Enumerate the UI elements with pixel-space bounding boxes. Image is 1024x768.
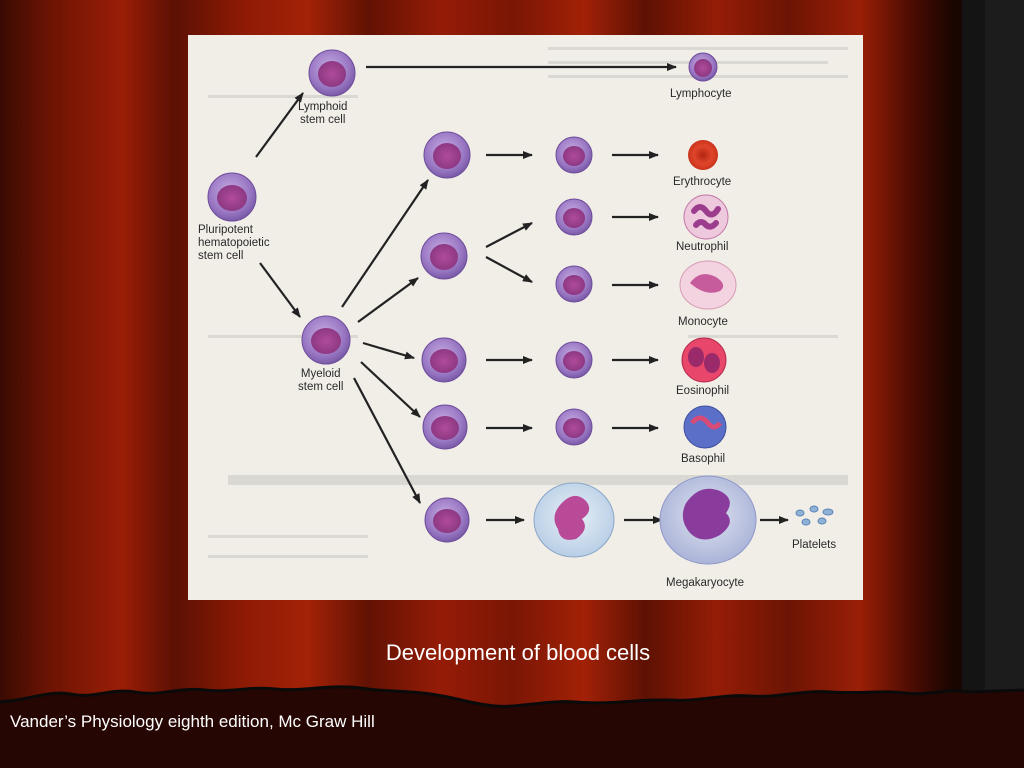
platelets-label: Platelets xyxy=(792,539,837,551)
monocyte-cell xyxy=(679,260,737,310)
neutrophil-label: Neutrophil xyxy=(676,241,729,253)
erythrocyte-cell xyxy=(688,140,718,170)
precursor-cell xyxy=(555,341,593,379)
precursor-cell xyxy=(555,136,593,174)
slide-footer-credit: Vander’s Physiology eighth edition, Mc G… xyxy=(10,712,375,731)
hematopoiesis-diagram xyxy=(207,47,848,565)
myeloid-stem-cell xyxy=(301,315,351,365)
arrow-myeloid-to-row2 xyxy=(357,277,419,323)
myeloid-stem-cell-label: Myeloid stem cell xyxy=(298,368,344,393)
precursor-cell xyxy=(555,408,593,446)
megakaryocyte-cell xyxy=(659,475,757,565)
arrow-pluripotent-to-myeloid xyxy=(259,262,301,318)
eosinophil-label: Eosinophil xyxy=(676,385,730,397)
lymphoid-stem-cell xyxy=(308,49,356,97)
progenitor-cell xyxy=(422,404,468,450)
slide-caption: Development of blood cells xyxy=(385,640,651,665)
hematopoiesis-figure: Lymphoid stem cell Pluripotent hematopoi… xyxy=(188,35,863,600)
platelets-cells xyxy=(795,505,834,526)
monocyte-label: Monocyte xyxy=(678,316,728,328)
precursor-cell xyxy=(555,198,593,236)
pluripotent-stem-cell xyxy=(207,172,257,222)
lymphocyte-label: Lymphocyte xyxy=(670,88,732,100)
lymphoid-stem-cell-label: Lymphoid stem cell xyxy=(298,101,348,126)
arrow-pluripotent-to-lymphoid xyxy=(255,92,304,158)
progenitor-cells xyxy=(207,49,593,543)
progenitor-cell xyxy=(424,497,470,543)
megakaryoblast-cell xyxy=(533,482,615,558)
arrow-myeloid-to-row6 xyxy=(353,377,421,504)
basophil-cell xyxy=(683,405,727,449)
megakaryocyte-label: Megakaryocyte xyxy=(666,577,744,589)
arrow-myeloid-to-row4 xyxy=(362,341,415,360)
precursor-cell xyxy=(555,265,593,303)
neutrophil-cell xyxy=(683,194,729,240)
pluripotent-stem-cell-label: Pluripotent hematopoietic stem cell xyxy=(198,224,270,262)
basophil-label: Basophil xyxy=(681,453,726,465)
progenitor-cell xyxy=(421,337,467,383)
progenitor-cell xyxy=(423,131,471,179)
erythrocyte-label: Erythrocyte xyxy=(673,176,732,188)
lymphocyte-cell xyxy=(688,52,718,82)
mature-cells xyxy=(533,52,834,565)
arrow-myeloid-to-row5 xyxy=(360,361,421,418)
arrow-myeloid-to-row1 xyxy=(341,179,429,308)
eosinophil-cell xyxy=(681,337,727,383)
arrows xyxy=(255,63,789,524)
progenitor-cell xyxy=(420,232,468,280)
